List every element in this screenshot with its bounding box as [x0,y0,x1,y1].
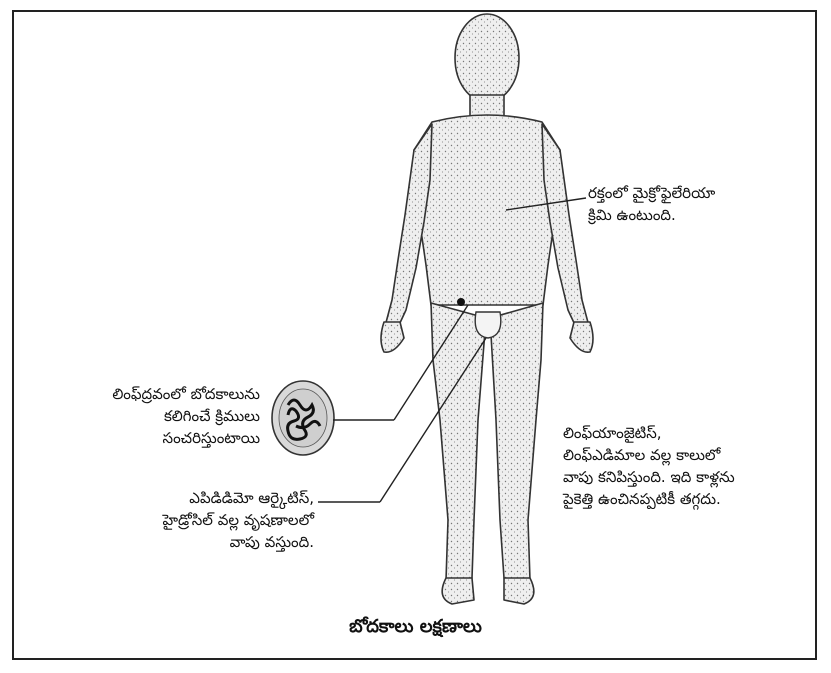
label-lymph-fluid: లింఫ్‌ద్రవంలో బోదకాలును కలిగించే క్రిముల… [30,383,260,449]
right-leg [490,303,543,580]
lymph-node-dot [457,298,465,306]
label-blood-microfilaria: రక్తంలో మైక్రోఫైలేరియా క్రిమి ఉంటుంది. [588,182,715,226]
head [455,14,519,102]
scrotum-swelling [475,312,501,338]
left-foot [442,578,474,604]
right-hand [570,322,593,352]
left-hand [381,322,404,352]
label-lymphangitis: లింఫ్‌యాంజైటిస్, లింఫ్‌ఎడిమాల వల్ల కాలుల… [563,422,735,510]
left-leg [431,303,486,580]
label-epididymo-orchitis: ఎపిడిడిమో ఆర్కైటిస్, హైడ్రోసిల్ వల్ల వృష… [80,487,314,553]
human-body-figure [381,14,593,604]
figure-caption: బోదకాలు లక్షణాలు [0,616,831,641]
microfilaria-inset [272,381,334,455]
torso [414,115,560,305]
right-foot [504,578,534,604]
